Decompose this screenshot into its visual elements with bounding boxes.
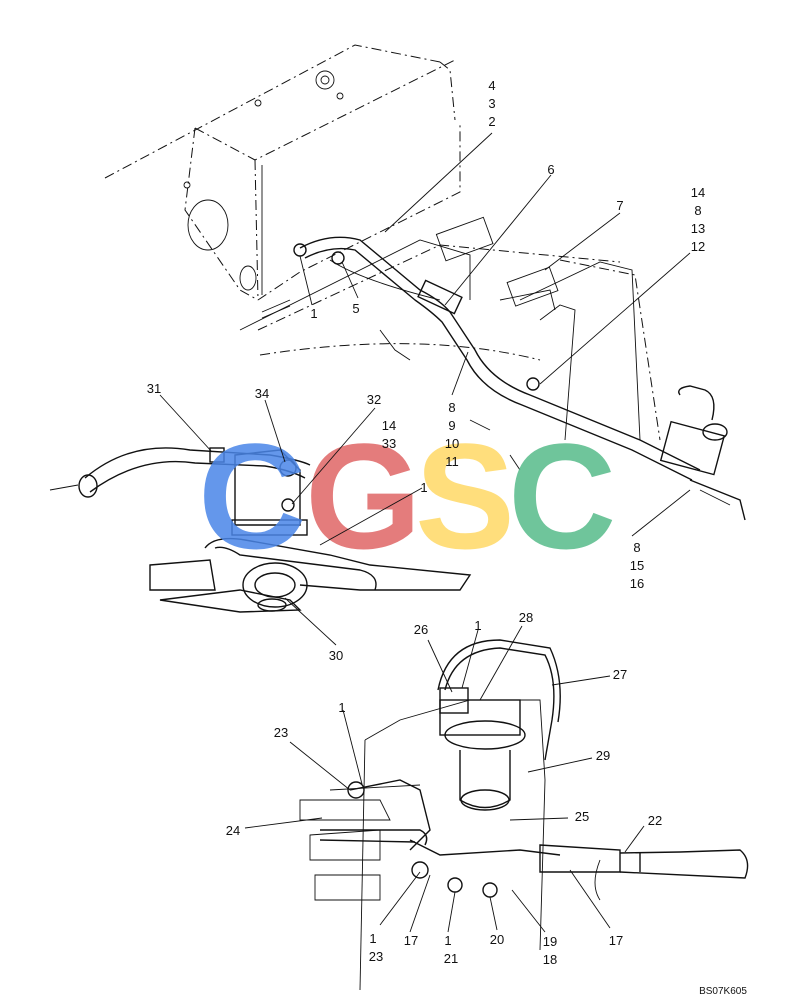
callout-label: 17 — [609, 933, 623, 948]
callout-label: 7 — [616, 198, 623, 213]
callout-label: 3 — [488, 96, 495, 111]
callout-label: 5 — [352, 301, 359, 316]
callout-label: 1 — [444, 933, 451, 948]
callout-label: 8 — [448, 400, 455, 415]
fuel-tank-outline — [104, 44, 461, 301]
watermark-letter-c1: C — [198, 412, 306, 580]
callout-label: 12 — [691, 239, 705, 254]
callout-label: 15 — [630, 558, 644, 573]
callout-label: 9 — [448, 418, 455, 433]
callouts-top: 4 3 2 6 7 14 8 13 12 1 5 8 9 10 11 8 15 … — [310, 78, 705, 591]
water-separator-top — [659, 385, 746, 521]
callout-label: 31 — [147, 381, 161, 396]
callout-label: 24 — [226, 823, 240, 838]
callout-label: 26 — [414, 622, 428, 637]
callout-label: 14 — [691, 185, 705, 200]
callout-label: 33 — [382, 436, 396, 451]
callout-label: 11 — [445, 454, 459, 469]
callout-label: 8 — [633, 540, 640, 555]
callout-label: 10 — [445, 436, 459, 451]
callout-label: 23 — [369, 949, 383, 964]
callout-label: 32 — [367, 392, 381, 407]
callout-label: 29 — [596, 748, 610, 763]
callout-label: 22 — [648, 813, 662, 828]
callout-label: 1 — [420, 480, 427, 495]
watermark-logo: C G S C — [198, 412, 616, 580]
callouts-bottom: 1 28 26 27 1 23 29 24 25 22 1 23 17 1 21… — [226, 610, 662, 967]
leader-lines — [159, 132, 691, 933]
engine-assembly-bottom — [299, 639, 749, 991]
callout-label: 14 — [382, 418, 396, 433]
watermark-letter-s: S — [415, 412, 515, 580]
callout-label: 1 — [369, 931, 376, 946]
callout-label: 34 — [255, 386, 269, 401]
callouts-middle: 31 34 32 14 33 1 30 — [147, 381, 428, 663]
callout-label: 20 — [490, 932, 504, 947]
drawing-code: BS07K605 — [699, 986, 747, 997]
callout-label: 1 — [310, 306, 317, 321]
callout-label: 8 — [694, 203, 701, 218]
callout-label: 30 — [329, 648, 343, 663]
callout-label: 1 — [474, 618, 481, 633]
callout-label: 23 — [274, 725, 288, 740]
callout-label: 6 — [547, 162, 554, 177]
fuel-pipe-middle — [49, 447, 311, 498]
callout-label: 28 — [519, 610, 533, 625]
callout-label: 19 — [543, 934, 557, 949]
callout-label: 17 — [404, 933, 418, 948]
filter-head-middle — [149, 449, 472, 613]
callout-label: 21 — [444, 951, 458, 966]
callout-label: 18 — [543, 952, 557, 967]
callout-label: 16 — [630, 576, 644, 591]
frame-outline — [239, 216, 661, 471]
callout-label: 25 — [575, 809, 589, 824]
watermark-letter-c2: C — [508, 412, 616, 580]
callout-label: 27 — [613, 667, 627, 682]
callout-label: 2 — [488, 114, 495, 129]
callout-label: 1 — [338, 700, 345, 715]
callout-label: 4 — [488, 78, 495, 93]
fuel-line-top — [293, 236, 701, 481]
watermark-letter-g: G — [305, 412, 422, 580]
callout-label: 13 — [691, 221, 705, 236]
